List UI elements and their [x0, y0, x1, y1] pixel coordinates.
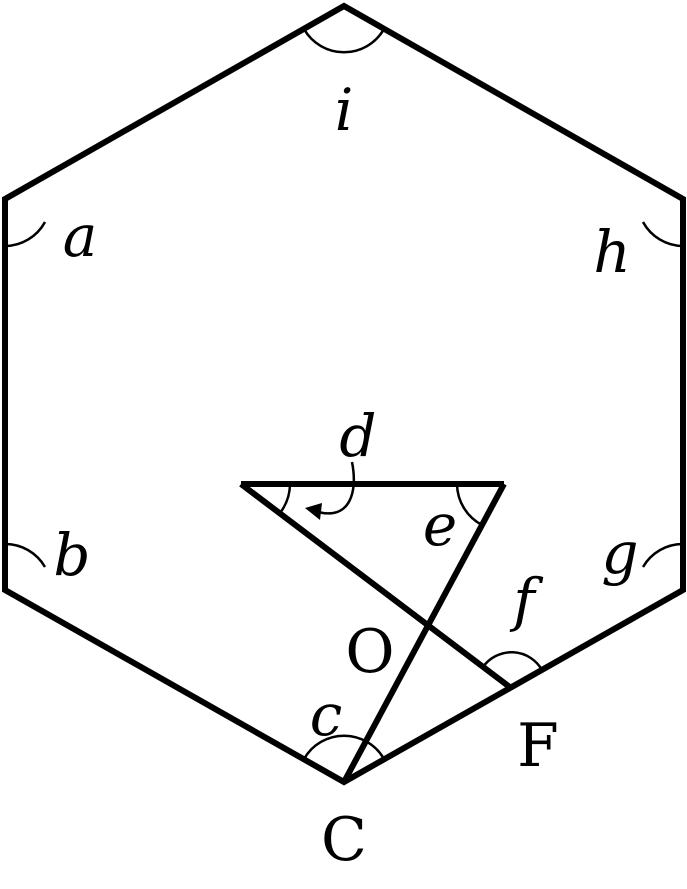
angle-label-c: c: [310, 681, 342, 749]
angle-arc-a: [4, 221, 47, 248]
angle-arc-h: [641, 221, 684, 248]
angle-arc-c: [302, 734, 386, 760]
angle-label-e: e: [423, 491, 457, 559]
line-left-vertex-to-F: [239, 481, 513, 691]
angle-label-i: i: [335, 76, 354, 144]
angle-label-f: f: [509, 566, 544, 634]
angle-d-pointer-curve: [317, 461, 356, 515]
angle-label-a: a: [63, 202, 98, 270]
angle-d-arrowhead-icon: [305, 503, 322, 520]
point-label-C: C: [321, 805, 367, 875]
angle-arc-b: [4, 542, 47, 568]
point-label-F: F: [517, 711, 559, 781]
angle-label-d: d: [339, 402, 376, 470]
angle-arc-g: [641, 542, 684, 568]
line-right-vertex-to-C: [341, 482, 507, 784]
angle-arc-e: [455, 483, 483, 527]
point-label-O: O: [345, 617, 394, 687]
angle-arc-d: [278, 483, 292, 514]
angle-arc-f: [481, 651, 544, 671]
angle-label-h: h: [593, 218, 630, 286]
angle-label-g: g: [601, 519, 638, 587]
angle-arc-i: [302, 28, 386, 54]
angle-label-b: b: [53, 521, 90, 589]
